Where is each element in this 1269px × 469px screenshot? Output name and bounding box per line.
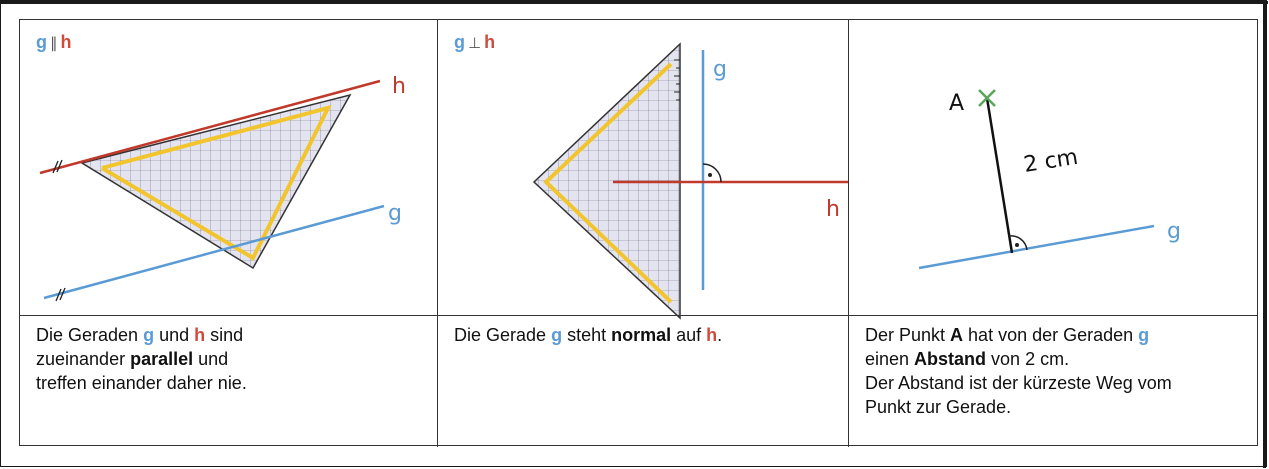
panel-description: Die Gerade g steht normal auf h.: [454, 325, 723, 345]
right-angle-dot: [1015, 243, 1019, 247]
ruler-ticks: [674, 59, 680, 101]
title-h: h: [60, 32, 72, 52]
title-h: h: [484, 32, 496, 52]
distance-segment: [985, 97, 1014, 254]
set-square: [80, 93, 352, 270]
label-g: g: [713, 57, 727, 82]
panel-description: Der Punkt A hat von der Geraden g einen …: [865, 325, 1172, 417]
line-h: [39, 79, 381, 175]
label-distance: 2 cm: [1022, 145, 1080, 178]
set-square-yellow-edge: [543, 62, 673, 304]
panel-title: g⊥h: [454, 32, 495, 53]
right-angle-mark: [702, 163, 722, 183]
set-square-yellow-edge: [100, 104, 332, 261]
frame-right-bar: [1263, 1, 1266, 468]
row-divider: [20, 315, 1257, 316]
figure-table: g∥h h g: [19, 19, 1259, 447]
panel-title: g∥h: [36, 32, 72, 53]
parallel-diagram: h g: [39, 74, 406, 302]
label-g: g: [388, 201, 402, 226]
label-h: h: [392, 74, 406, 99]
line-g: [43, 204, 385, 300]
distance-diagram: A 2 cm g: [918, 89, 1181, 270]
title-operator: ⊥: [468, 35, 482, 52]
panel-description: Die Geraden g und h sind zueinander para…: [36, 325, 247, 393]
parallel-mark-g: [55, 287, 66, 302]
panel-distance: A 2 cm g Der Punkt A hat von der Geraden…: [849, 20, 1259, 447]
point-a-cross-icon: [978, 89, 996, 107]
label-point-a: A: [949, 91, 964, 116]
parallel-mark-h: [52, 159, 63, 174]
right-angle-mark: [1008, 235, 1028, 251]
right-angle-dot: [708, 173, 712, 177]
label-h: h: [826, 197, 840, 222]
title-g: g: [454, 32, 465, 52]
title-operator: ∥: [50, 35, 58, 52]
panel-perpendicular: g⊥h g h Die Gerade g steh: [438, 20, 849, 447]
title-g: g: [36, 32, 47, 52]
perpendicular-diagram: g h: [532, 42, 848, 320]
line-g: [918, 224, 1155, 270]
frame-top-bar: [1, 1, 1268, 4]
label-g: g: [1167, 219, 1181, 244]
panel-parallel: g∥h h g: [20, 20, 438, 447]
